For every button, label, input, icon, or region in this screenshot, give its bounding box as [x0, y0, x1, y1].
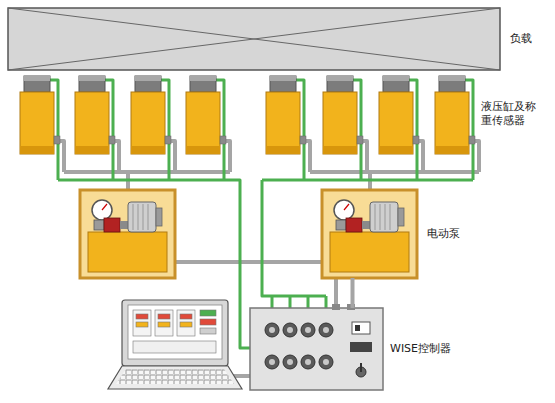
node-label: 负载 [510, 32, 532, 46]
cylinder-label: 液压缸及称重传感器 [481, 100, 539, 129]
controller-box: WISE控制器 [250, 308, 383, 390]
hose-connector [351, 278, 355, 308]
pump-box: 电动泵 [322, 190, 417, 278]
load-box: 负载 [8, 8, 500, 70]
node-label: 电动泵 [427, 227, 460, 241]
node-label: WISE控制器 [390, 342, 451, 356]
